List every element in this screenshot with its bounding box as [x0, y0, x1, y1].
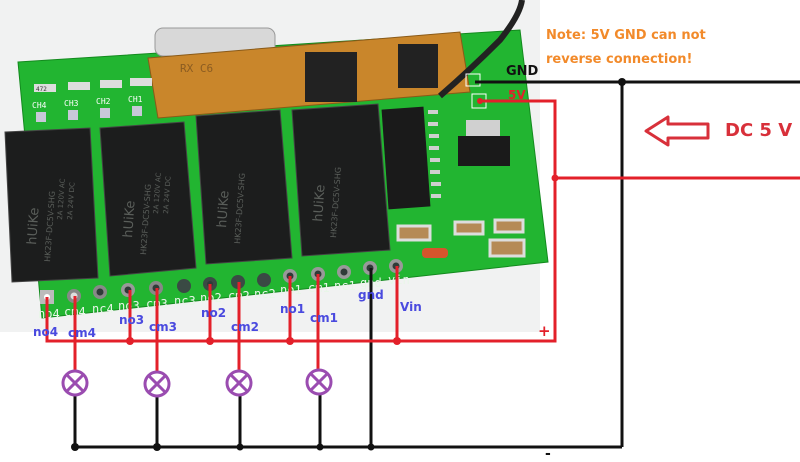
led-ch2 — [100, 108, 110, 118]
silk-nc3: nc3 — [174, 294, 196, 308]
capacitor — [396, 224, 432, 242]
positive-junctions — [126, 98, 559, 345]
5v-label: 5V — [508, 88, 526, 102]
resistor-marking: 472 — [36, 86, 47, 93]
lamps — [61, 368, 333, 398]
module-chip-2 — [398, 44, 438, 88]
capacitor — [493, 218, 525, 234]
module-marking: RX C6 — [180, 62, 213, 75]
relay-rating: 2A 120V AC — [152, 172, 163, 214]
relay-4: hUiKe HK23F-DC5V-SHG 2A 120V AC 2A 24V D… — [4, 127, 99, 283]
relay-1: hUiKe HK23F-DC5V-SHG — [291, 103, 391, 257]
v5-supply-line — [480, 99, 800, 180]
relay-brand: hUiKe — [121, 200, 139, 238]
negative-junctions — [71, 78, 626, 451]
led-label: CH1 — [128, 95, 143, 104]
lamp-icon — [61, 369, 89, 397]
led-label: CH4 — [32, 101, 47, 110]
silk-vin: vin — [388, 273, 410, 287]
decoder-ic — [381, 106, 431, 210]
lamp-icon — [225, 369, 253, 397]
pin-label-cm1: cm1 — [310, 311, 338, 325]
relay-brand: hUiKe — [25, 207, 43, 245]
module-chip-1 — [305, 52, 357, 102]
positive-sign: + — [538, 322, 551, 340]
pin-label-no3: no3 — [119, 313, 145, 327]
regulator-tab — [466, 120, 500, 136]
ic-pins — [428, 110, 441, 198]
relay-rating: 2A 120V AC — [56, 178, 67, 220]
warning-note-line2: reverse connection! — [546, 52, 693, 67]
silk-nc4: nc4 — [92, 302, 114, 316]
positive-bus — [45, 178, 557, 343]
dc-input-arrow-icon — [644, 115, 710, 147]
pin-label-no2: no2 — [201, 306, 227, 320]
led-ch3 — [68, 110, 78, 120]
silk-no4: no4 — [38, 307, 60, 321]
relay-board: RX C6 472 CH4 CH3 CH2 CH1 hUiKe HK23F-DC… — [4, 0, 549, 321]
relay-3: hUiKe HK23F-DC5V-SHG 2A 120V AC 2A 24V D… — [99, 121, 197, 277]
gnd-label: GND — [506, 64, 539, 79]
pin-label-gnd: gnd — [358, 288, 384, 302]
led-label: CH2 — [96, 97, 111, 106]
silk-nc1: nc1 — [334, 279, 356, 293]
dc-5v-label: DC 5 V — [725, 120, 793, 141]
relay-2: hUiKe HK23F-DC5V-SHG — [195, 109, 293, 265]
silk-nc2: nc2 — [254, 287, 276, 301]
relay-rating: 2A 24V DC — [66, 182, 77, 220]
lamp-icon — [305, 368, 333, 396]
pin-label-no4: no4 — [33, 325, 59, 339]
lamp-icon — [143, 370, 171, 398]
voltage-regulator — [458, 136, 510, 166]
antenna-wire — [438, 0, 525, 99]
led-ch1 — [132, 106, 142, 116]
pin-label-cm3: cm3 — [149, 320, 177, 334]
power-pad-gnd — [465, 73, 481, 87]
negative-sign: - — [545, 446, 551, 462]
relay-brand: hUiKe — [215, 190, 233, 228]
positive-wires — [45, 99, 800, 373]
warning-note-line1: Note: 5V GND can not — [546, 28, 706, 43]
capacitor — [488, 238, 526, 258]
led-row: 472 CH4 CH3 CH2 CH1 — [32, 78, 152, 122]
pin-label-cm4: cm4 — [68, 326, 96, 340]
led-label: CH3 — [64, 99, 79, 108]
relay-rating: 2A 24V DC — [162, 176, 173, 214]
diode — [422, 248, 448, 258]
pin-label-vin: Vin — [400, 300, 422, 314]
led-ch4 — [36, 112, 46, 122]
negative-wires — [73, 80, 800, 449]
capacitor — [453, 220, 485, 236]
relay-brand: hUiKe — [311, 184, 329, 222]
pin-label-cm2: cm2 — [231, 320, 259, 334]
pin-label-no1: no1 — [280, 302, 306, 316]
